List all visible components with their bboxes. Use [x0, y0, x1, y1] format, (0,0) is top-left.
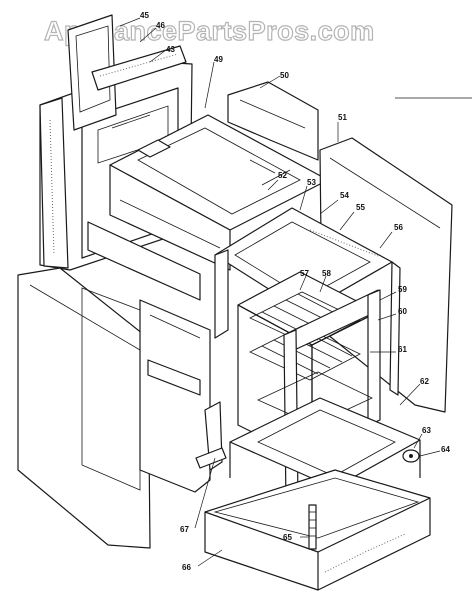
oven-liner-frame — [214, 207, 401, 396]
callout-65: 65 — [283, 533, 292, 542]
callout-45: 45 — [140, 11, 149, 20]
left-side-panel — [17, 267, 151, 549]
callout-56: 56 — [394, 223, 403, 232]
broiler-drawer-frame — [229, 397, 421, 522]
callout-54: 54 — [340, 191, 349, 200]
callout-59: 59 — [398, 285, 407, 294]
callout-49: 49 — [214, 55, 223, 64]
callout-52: 52 — [278, 171, 287, 180]
callout-67: 67 — [180, 525, 189, 534]
callout-58: 58 — [322, 269, 331, 278]
center-back-panel — [139, 299, 211, 493]
callout-46: 46 — [156, 21, 165, 30]
mounting-bracket — [195, 401, 227, 471]
callout-43: 43 — [166, 45, 175, 54]
callout-labels: 45 46 43 49 50 51 52 53 54 55 56 57 58 5… — [140, 11, 450, 572]
callout-61: 61 — [398, 345, 407, 354]
top-panel-assembly — [87, 114, 329, 301]
callout-51: 51 — [338, 113, 347, 122]
rear-upper-panel — [227, 81, 319, 161]
callout-55: 55 — [356, 203, 365, 212]
callout-60: 60 — [398, 307, 407, 316]
callout-66: 66 — [182, 563, 191, 572]
storage-drawer — [204, 469, 431, 591]
callout-53: 53 — [307, 178, 316, 187]
callout-50: 50 — [280, 71, 289, 80]
callout-63: 63 — [422, 426, 431, 435]
callout-64: 64 — [441, 445, 450, 454]
drawer-spring-rod — [308, 504, 317, 550]
leader-lines — [119, 17, 441, 567]
callout-57: 57 — [300, 269, 309, 278]
callout-62: 62 — [420, 377, 429, 386]
